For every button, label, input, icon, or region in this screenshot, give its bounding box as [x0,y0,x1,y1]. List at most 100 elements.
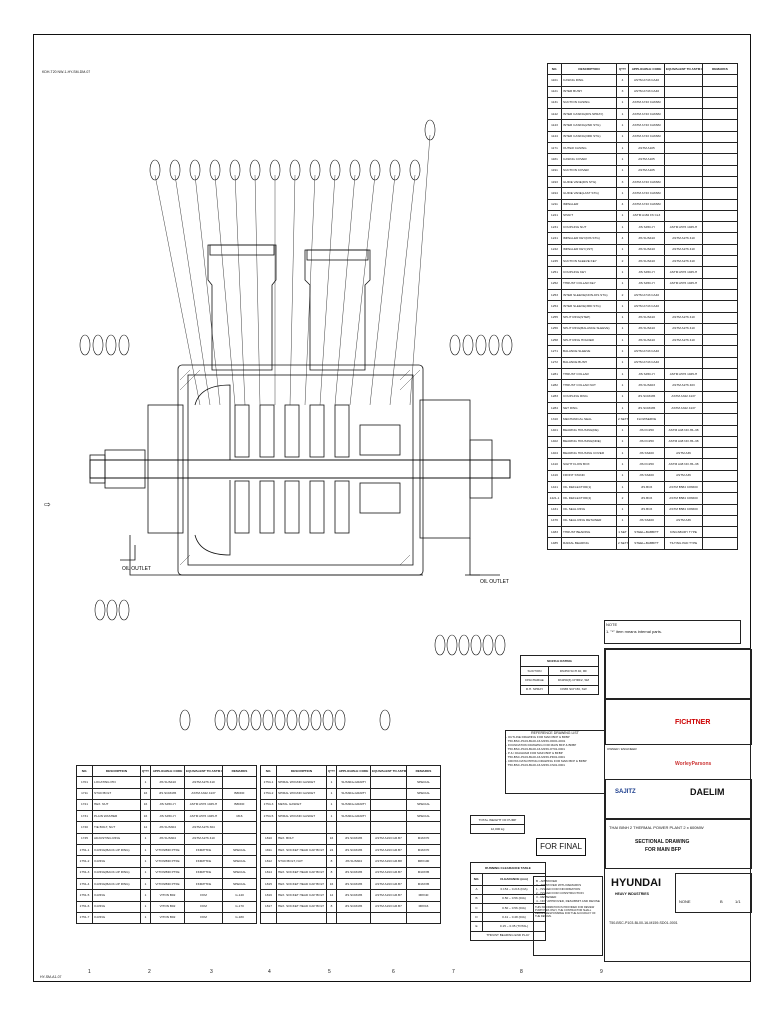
parts-mid-cell: JIS SCM435 [336,832,371,846]
parts-right-cell: ASTM A276 410 [664,322,703,336]
parts-right-cell: INTER CASING(2ND STG) [561,119,617,132]
reference-line: - P & I DIAGRAM FOR MAIN BFP & BFBP [506,751,563,755]
parts-right-cell [702,345,738,358]
parts-right-cell [664,164,703,177]
parts-right-cell [702,537,738,550]
parts-right-cell: 1 [616,221,629,234]
parts-right-cell: 1258 [547,334,562,347]
parts-right-cell: JIS SS400 [628,514,665,528]
parts-left-cell: JIS S45C-H [150,810,185,823]
parts-mid-cell: 1815 [260,877,277,891]
impellers [234,404,350,534]
parts-left-cell [222,832,257,846]
parts-mid-cell: SUS304+GRAPH [336,810,371,823]
parts-left-cell: FKM [184,889,223,902]
clearance-cell: 0.50 ~ 0.56 (DIA) [481,902,547,914]
parts-right-cell: JIS FC250 [628,458,665,471]
parts-left-cell: JIS SUS304 [150,821,185,834]
clearance-cell: D [470,912,483,923]
parts-right-cell: 1 [616,130,629,144]
parts-right-cell: 1241 [547,232,562,245]
parts-right-cell: 1 [616,401,629,415]
parts-right-cell: 1221 [547,209,562,223]
parts-right-cell: 1245 [547,255,562,268]
parts-right-cell: OUTER CASING [561,142,617,155]
parts-right-cell [664,119,703,132]
parts-right-header: EQUIVALENT TO ASTM CODE [664,62,703,76]
parts-right-cell: ASTM A48 NO.35~38 [664,435,703,449]
clearance-cell: E [470,921,483,932]
parts-mid-cell: 8 [326,855,337,868]
parts-right-cell: 1 [616,164,629,177]
parts-mid-cell: 1816 [260,889,277,902]
parts-right-cell: ASTM A276 410 [664,243,703,257]
parts-left-cell: G-170 [222,900,257,913]
parts-right-cell: GUIDE VANE(LAST STG) [561,187,617,200]
parts-right-cell [664,74,703,87]
parts-right-cell: THRUST COLLAR [561,368,617,381]
parts-right-cell: 1 [616,469,629,482]
parts-left-cell: 1751-5 [76,889,93,902]
parts-right-header: APPLICABLE CODE [628,62,665,76]
parts-right-cell: 2 SETS [616,537,629,550]
parts-left-cell: SPECIAL [222,877,257,891]
clearance-cell: B [470,893,483,904]
parts-right-cell: JIS SCM435 [628,401,665,415]
parts-left-cell: 1 [140,855,151,868]
parts-right-cell [664,153,703,166]
parts-mid-cell: 16 [326,877,337,891]
parts-left-cell: M16 [222,810,257,823]
column-marker: 5 [328,969,331,975]
parts-mid-cell: METAL GASKET [276,798,327,812]
parts-right-cell: JIS S45C-H [628,368,665,381]
parts-right-cell [664,300,703,313]
parts-right-cell [664,356,703,370]
parts-mid-cell: SUS304+GRAPH [336,798,371,812]
parts-left-cell: VITON B02 [150,889,185,902]
parts-right-cell [702,266,738,279]
parts-mid-cell: 1 [326,810,337,823]
parts-right-cell [664,345,703,358]
parts-mid-header: NO. [260,764,277,778]
parts-left-cell: G-140 [222,889,257,902]
drawing-title-1: SECTIONAL DRAWING [635,839,690,845]
parts-right-cell: 1242 [547,243,562,257]
parts-right-cell [702,108,738,121]
parts-mid-cell [370,787,407,800]
parts-right-cell: 1284 [547,401,562,415]
parts-right-cell [664,142,703,155]
parts-mid-cell: SPECIAL [406,810,441,823]
parts-right-cell: 1 [616,345,629,358]
parts-right-cell: ASTM A743 CA6NM [628,119,665,132]
hyundai-sub: HEAVY INDUSTRIES [615,892,649,896]
parts-mid-cell: M16X35 [406,877,441,891]
parts-right-cell [702,526,738,539]
parts-mid-cell: JIS SCM435 [336,844,371,857]
parts-mid-cell: SPECIAL [406,776,441,789]
sheet-number: 1/1 [735,899,741,904]
parts-left-cell: VITON/BDI PTFE [150,855,185,868]
oil-outlet-right-label: OIL OUTLET [480,579,509,585]
parts-right-cell: JIS BC6 [628,492,665,505]
parts-right-cell [702,243,738,257]
parts-mid-cell: 1754-2 [260,787,277,800]
parts-left-cell: 1 [140,866,151,879]
parts-mid-cell: SPIRAL WOUND GASKET [276,787,327,800]
parts-right-cell: 1253 [547,288,562,302]
revision-line: 3 - REVIEWED [536,895,557,899]
parts-right-cell [702,390,738,403]
